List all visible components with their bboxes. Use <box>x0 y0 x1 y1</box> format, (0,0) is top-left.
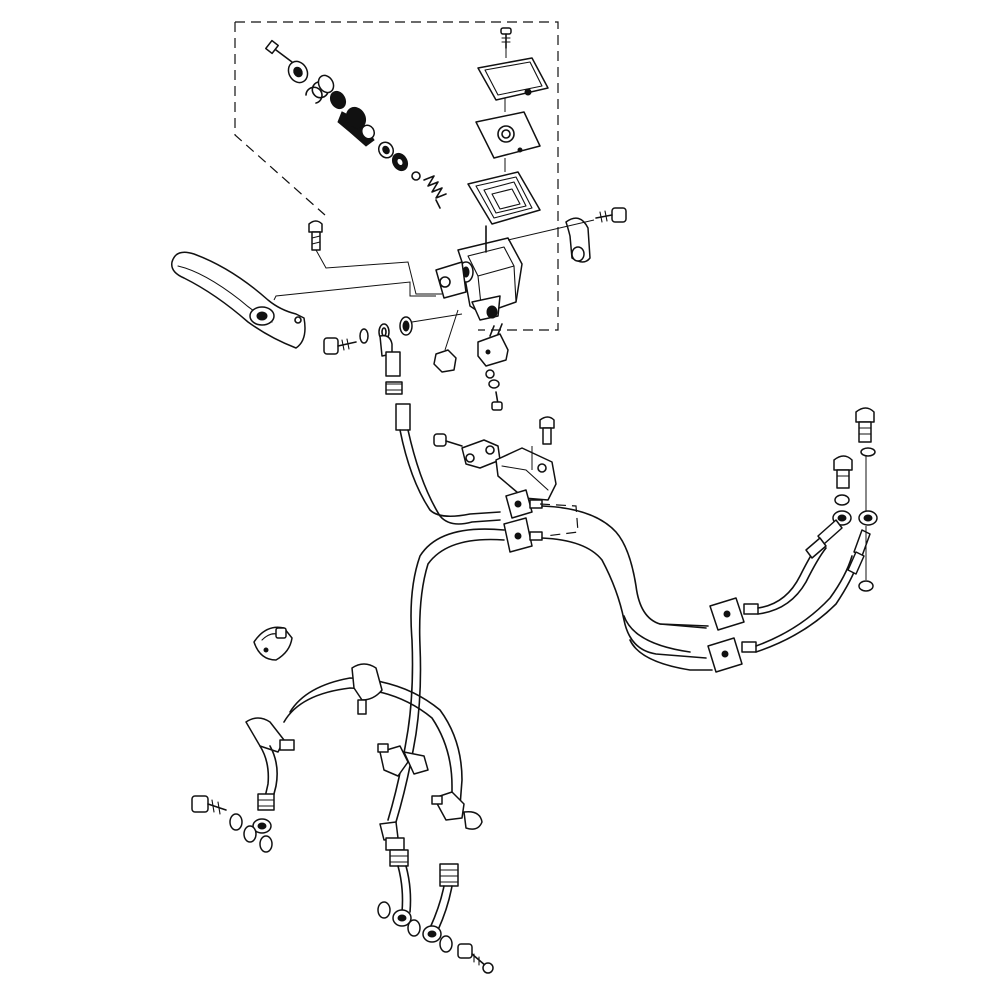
circlip <box>305 81 329 104</box>
master-cylinder-boundary <box>234 21 559 331</box>
right-hose-joint-upper <box>709 597 759 631</box>
right-brake-hose-lower <box>541 537 707 659</box>
right-brake-hose-upper <box>541 505 709 627</box>
left-caliper-banjo <box>252 793 275 834</box>
crossover-hose-b <box>283 687 453 807</box>
pivot-nut <box>433 309 459 373</box>
dust-boot <box>287 60 309 84</box>
right-banjo-fitting-a <box>805 510 852 559</box>
return-spring <box>423 175 447 209</box>
left-caliper-hose-guide <box>245 717 295 753</box>
reservoir-mount-bolt <box>308 220 323 251</box>
cap-plate <box>475 111 541 159</box>
spring-retainer <box>411 171 421 181</box>
secondary-cup <box>391 152 409 172</box>
piston-kit <box>265 39 447 209</box>
main-brake-hose-right <box>407 429 501 525</box>
crossover-hose-a <box>289 677 463 807</box>
switch-screw <box>491 391 503 411</box>
piston-seal <box>329 90 347 110</box>
brake-light-switch <box>477 323 509 367</box>
right-hose-joint-lower <box>707 637 757 673</box>
brake-lever <box>171 251 306 349</box>
clamp-bolt <box>595 207 627 223</box>
right-banjo-bolt-upper <box>855 407 876 457</box>
diaphragm <box>467 171 541 225</box>
lower-crush-washers <box>377 901 453 953</box>
left-caliper-bolt <box>191 795 227 815</box>
main-brake-hose-left <box>399 429 501 518</box>
lower-banjo-bolt <box>457 943 494 974</box>
pivot-washer <box>359 328 369 344</box>
lower-left-hose <box>397 865 404 913</box>
master-cylinder-body <box>435 225 523 321</box>
lower-banjo-eyes <box>392 909 442 943</box>
hose-joint-block-lower <box>503 517 543 553</box>
handlebar-clamp <box>565 217 591 263</box>
switch-washer <box>485 369 500 389</box>
lower-right-hose <box>429 885 445 929</box>
lower-left-hose-fitting <box>379 821 409 867</box>
hose-guide-upper <box>351 663 383 715</box>
joint-bracket-plate <box>461 439 501 469</box>
push-rod <box>265 39 293 63</box>
left-front-hose-a <box>387 528 505 821</box>
washer <box>317 74 335 94</box>
piston <box>337 106 376 147</box>
three-way-joint-bracket <box>495 447 557 501</box>
left-caliper-washers <box>229 813 273 853</box>
lever-pivot-bolt <box>323 337 357 355</box>
reservoir-cap <box>477 57 549 101</box>
primary-cup <box>377 141 395 159</box>
reservoir-cap-screw <box>500 27 512 58</box>
upper-bracket-bolt <box>539 416 555 445</box>
right-banjo-bolt-lower <box>833 455 853 506</box>
right-banjo-fitting-b <box>847 510 878 575</box>
pivot-collar <box>399 316 413 336</box>
joint-bracket-bolt <box>433 433 463 447</box>
upper-banjo-fitting <box>379 334 411 431</box>
right-crush-washer <box>858 580 874 592</box>
hose-guide-lower <box>431 791 483 830</box>
lower-right-hose-fitting <box>439 863 459 887</box>
hose-clamp <box>253 626 293 661</box>
hose-guide-middle <box>377 743 429 777</box>
right-caliper-hose-b <box>755 555 853 647</box>
